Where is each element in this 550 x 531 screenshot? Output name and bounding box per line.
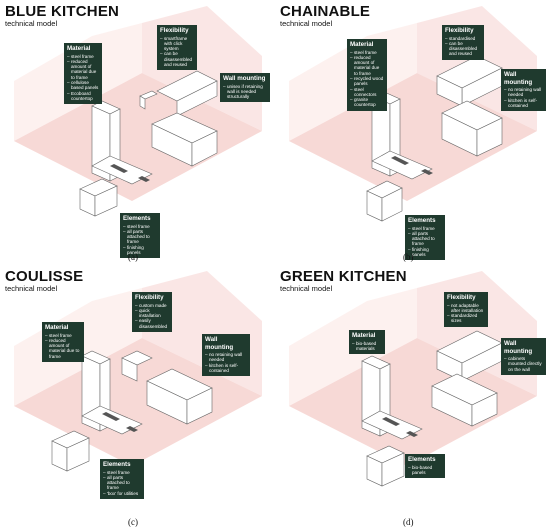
elements-box: Elements steel frame all parts attached … (120, 213, 160, 259)
panel-title: BLUE KITCHEN (5, 3, 120, 20)
box-item: steel frame (350, 50, 384, 56)
box-item: granite countertop (350, 97, 384, 108)
box-title: Flexibility (135, 294, 164, 301)
box-item: bio-based panels (408, 465, 442, 476)
box-item: can be disassembled and reused (445, 41, 481, 57)
box-item: standardised (445, 36, 481, 42)
panel-green-kitchen: GREEN KITCHEN technical model Material b… (277, 266, 548, 528)
box-item: finishing panels (408, 247, 442, 258)
panel-title: CHAINABLE (280, 3, 371, 20)
box-item: bio-based materials (352, 341, 382, 352)
green-kitchen-drawing (289, 271, 537, 487)
panel-subtitle: technical model (280, 19, 333, 28)
wall-mounting-box: Wall mounting cabinets mounted directly … (501, 338, 546, 375)
wall-mounting-box: Wall mounting no retaining wall needed k… (501, 69, 546, 112)
box-item: recycled wood panels (350, 76, 384, 87)
box-item: steel frame (103, 470, 141, 476)
elements-box: Elements bio-based panels (405, 454, 445, 479)
box-item: not adaptable after installation (447, 303, 485, 314)
box-item: no retaining wall needed (205, 352, 247, 363)
box-title: Wall mounting (223, 75, 266, 82)
box-item: reduced amount of material due to frame (67, 59, 99, 80)
box-item: reduced amount of material due to frame (350, 55, 384, 76)
panel-title: GREEN KITCHEN (280, 268, 407, 285)
panel-caption: (c) (128, 517, 138, 527)
box-title: Material (67, 45, 91, 52)
box-title: Elements (408, 456, 436, 463)
box-title: Elements (123, 215, 151, 222)
box-item: no retaining wall needed (504, 87, 543, 98)
box-item: quick installation (135, 308, 169, 319)
box-title: Wall mounting (504, 340, 533, 355)
box-item: 'box' for utilities (103, 491, 141, 497)
panel-subtitle: technical model (5, 284, 58, 293)
panel-caption: (d) (403, 517, 414, 527)
box-title: Flexibility (445, 27, 474, 34)
panel-title: COULISSE (5, 268, 84, 285)
box-item: smartframe with click system (160, 36, 194, 52)
box-title: Material (352, 332, 376, 339)
panel-caption: (b) (403, 252, 414, 262)
panel-blue-kitchen: BLUE KITCHEN technical model Material st… (2, 1, 273, 263)
box-item: steel frame (123, 224, 157, 230)
box-item: can be disassembled and reused (160, 51, 194, 67)
box-title: Elements (408, 217, 436, 224)
box-item: finishing panels (123, 245, 157, 256)
panel-subtitle: technical model (280, 284, 333, 293)
box-title: Wall mounting (205, 336, 234, 351)
box-item: steel frame (67, 54, 99, 60)
box-item: reduced amount of material due to frame (45, 338, 81, 359)
elements-box: Elements steel frame all parts attached … (405, 215, 445, 261)
box-item: steel frame (408, 226, 442, 232)
panel-coulisse: COULISSE technical model Material steel … (2, 266, 273, 528)
box-item: steel connectors (350, 87, 384, 98)
box-title: Elements (103, 461, 131, 468)
material-box: Material steel frame reduced amount of m… (42, 322, 84, 362)
material-box: Material steel frame reduced amount of m… (64, 43, 102, 105)
material-box: Material steel frame reduced amount of m… (347, 39, 387, 111)
box-title: Material (45, 324, 69, 331)
box-item: kitchen is self-contained (205, 363, 247, 374)
box-title: Wall mounting (504, 71, 533, 86)
box-item: steel frame (45, 333, 81, 339)
elements-box: Elements steel frame all parts attached … (100, 459, 144, 499)
box-title: Flexibility (160, 27, 189, 34)
panel-caption: (a) (128, 252, 138, 262)
box-item: custom made (135, 303, 169, 309)
box-item: all parts attached to frame (408, 231, 442, 247)
box-item: unisex if retaining wall is needed struc… (223, 84, 267, 100)
box-item: all parts attached to frame (123, 229, 157, 245)
box-item: kitchen is self-contained (504, 98, 543, 109)
box-item: easily disassembled (135, 318, 169, 329)
box-item: all parts attached to frame (103, 475, 141, 491)
box-item: standardized sizes (447, 313, 485, 324)
wall-mounting-box: Wall mounting unisex if retaining wall i… (220, 73, 270, 103)
material-box: Material bio-based materials (349, 330, 385, 355)
box-title: Flexibility (447, 294, 476, 301)
flexibility-box: Flexibility standardised can be disassem… (442, 25, 484, 60)
box-title: Material (350, 41, 374, 48)
flexibility-box: Flexibility custom made quick installati… (132, 292, 172, 332)
flexibility-box: Flexibility not adaptable after installa… (444, 292, 488, 327)
flexibility-box: Flexibility smartframe with click system… (157, 25, 197, 71)
box-item: cellulose based panels (67, 80, 99, 91)
box-item: Ecoboard countertop (67, 91, 99, 102)
box-item: cabinets mounted directly on the wall (504, 356, 543, 372)
panel-subtitle: technical model (5, 19, 58, 28)
wall-mounting-box: Wall mounting no retaining wall needed k… (202, 334, 250, 377)
panel-chainable: CHAINABLE technical model Material steel… (277, 1, 548, 263)
